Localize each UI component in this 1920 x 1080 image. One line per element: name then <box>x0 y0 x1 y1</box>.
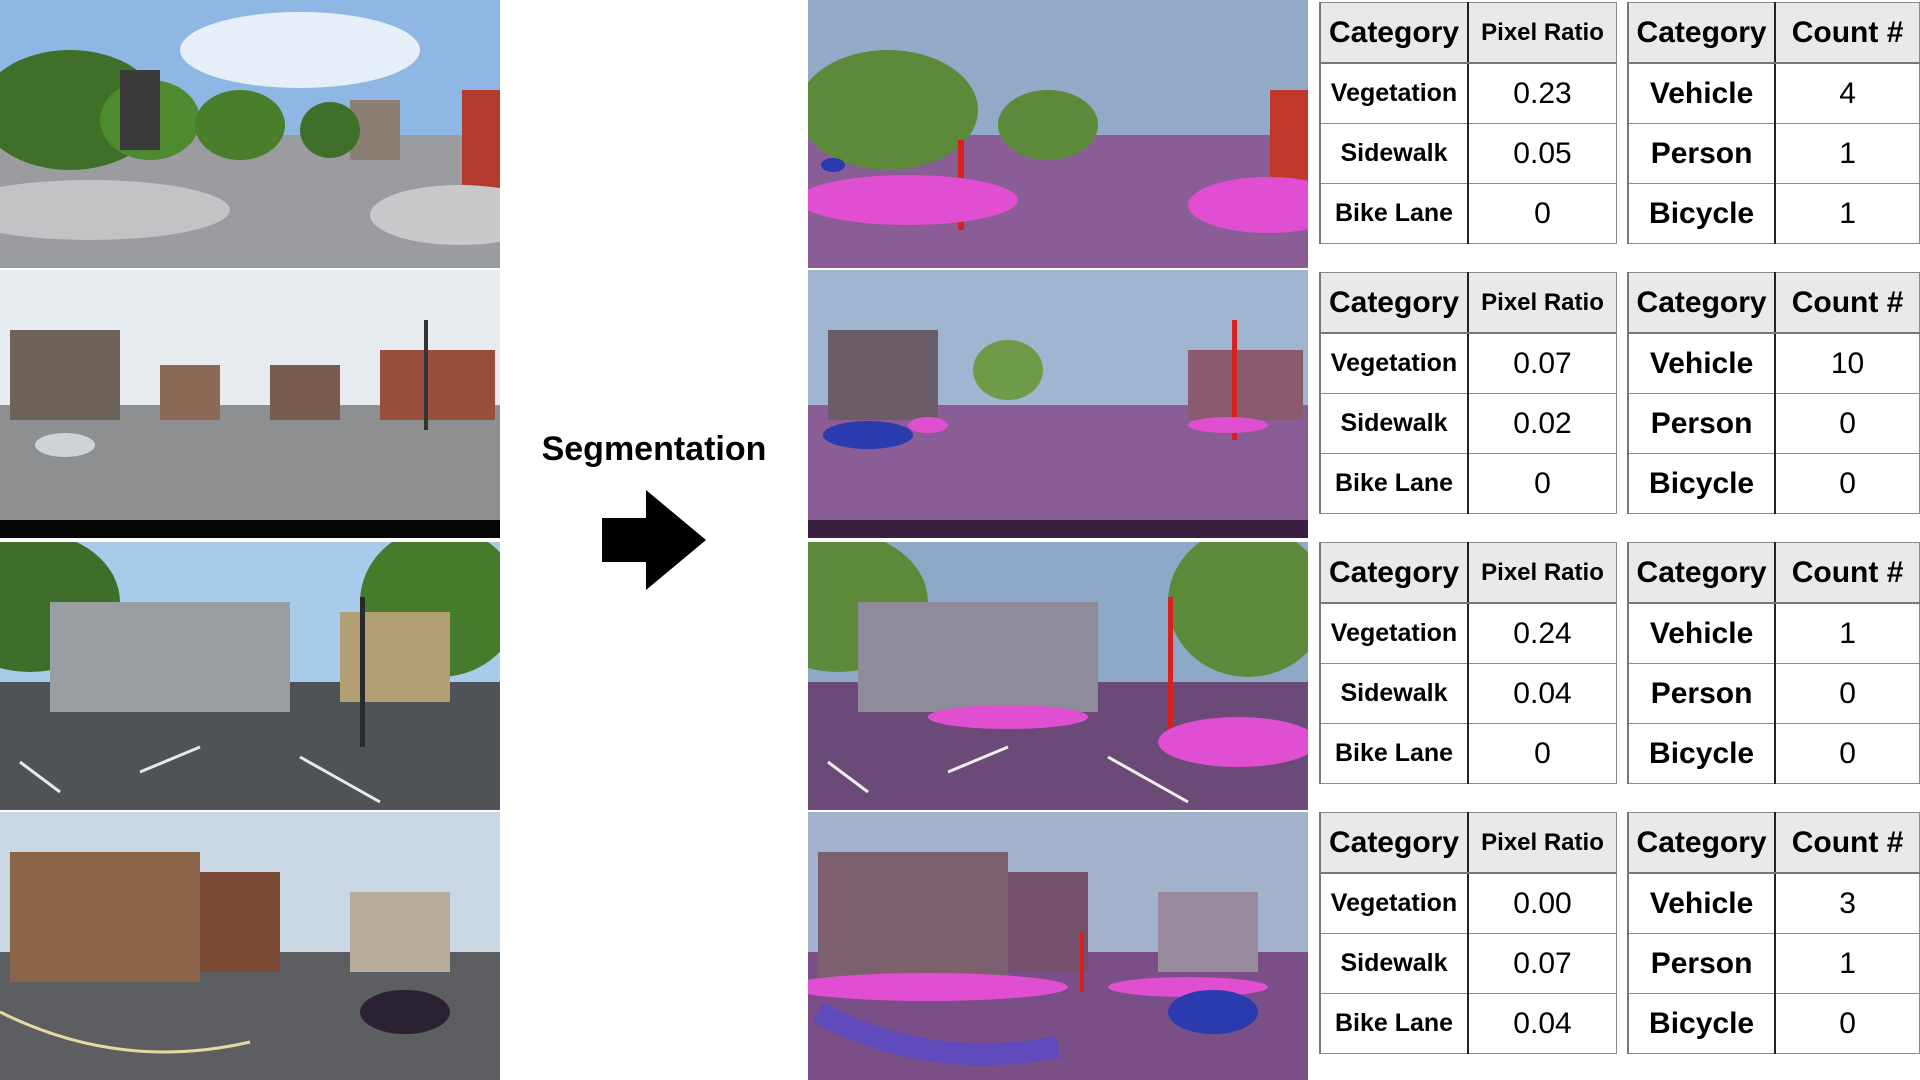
header-count: Count # <box>1774 812 1920 874</box>
header-category: Category <box>1319 2 1469 64</box>
header-category: Category <box>1626 272 1776 334</box>
header-category: Category <box>1626 812 1776 874</box>
arrow-right-icon <box>602 490 706 590</box>
header-category: Category <box>1626 2 1776 64</box>
original-panorama-4 <box>0 812 500 1080</box>
header-count: Count # <box>1774 272 1920 334</box>
segmented-panorama-1 <box>808 0 1308 268</box>
header-count: Count # <box>1774 2 1920 64</box>
header-category: Category <box>1319 272 1469 334</box>
original-panorama-3 <box>0 542 500 810</box>
header-category: Category <box>1626 542 1776 604</box>
header-count: Count # <box>1774 542 1920 604</box>
original-panorama-1 <box>0 0 500 268</box>
header-pixel-ratio: Pixel Ratio <box>1467 542 1617 604</box>
header-category: Category <box>1319 542 1469 604</box>
original-panorama-2 <box>0 270 500 538</box>
segmentation-label: Segmentation <box>541 430 767 468</box>
segmented-panorama-4 <box>808 812 1308 1080</box>
segmented-panorama-3 <box>808 542 1308 810</box>
header-category: Category <box>1319 812 1469 874</box>
header-pixel-ratio: Pixel Ratio <box>1467 272 1617 334</box>
header-pixel-ratio: Pixel Ratio <box>1467 2 1617 64</box>
segmented-panorama-2 <box>808 270 1308 538</box>
header-pixel-ratio: Pixel Ratio <box>1467 812 1617 874</box>
